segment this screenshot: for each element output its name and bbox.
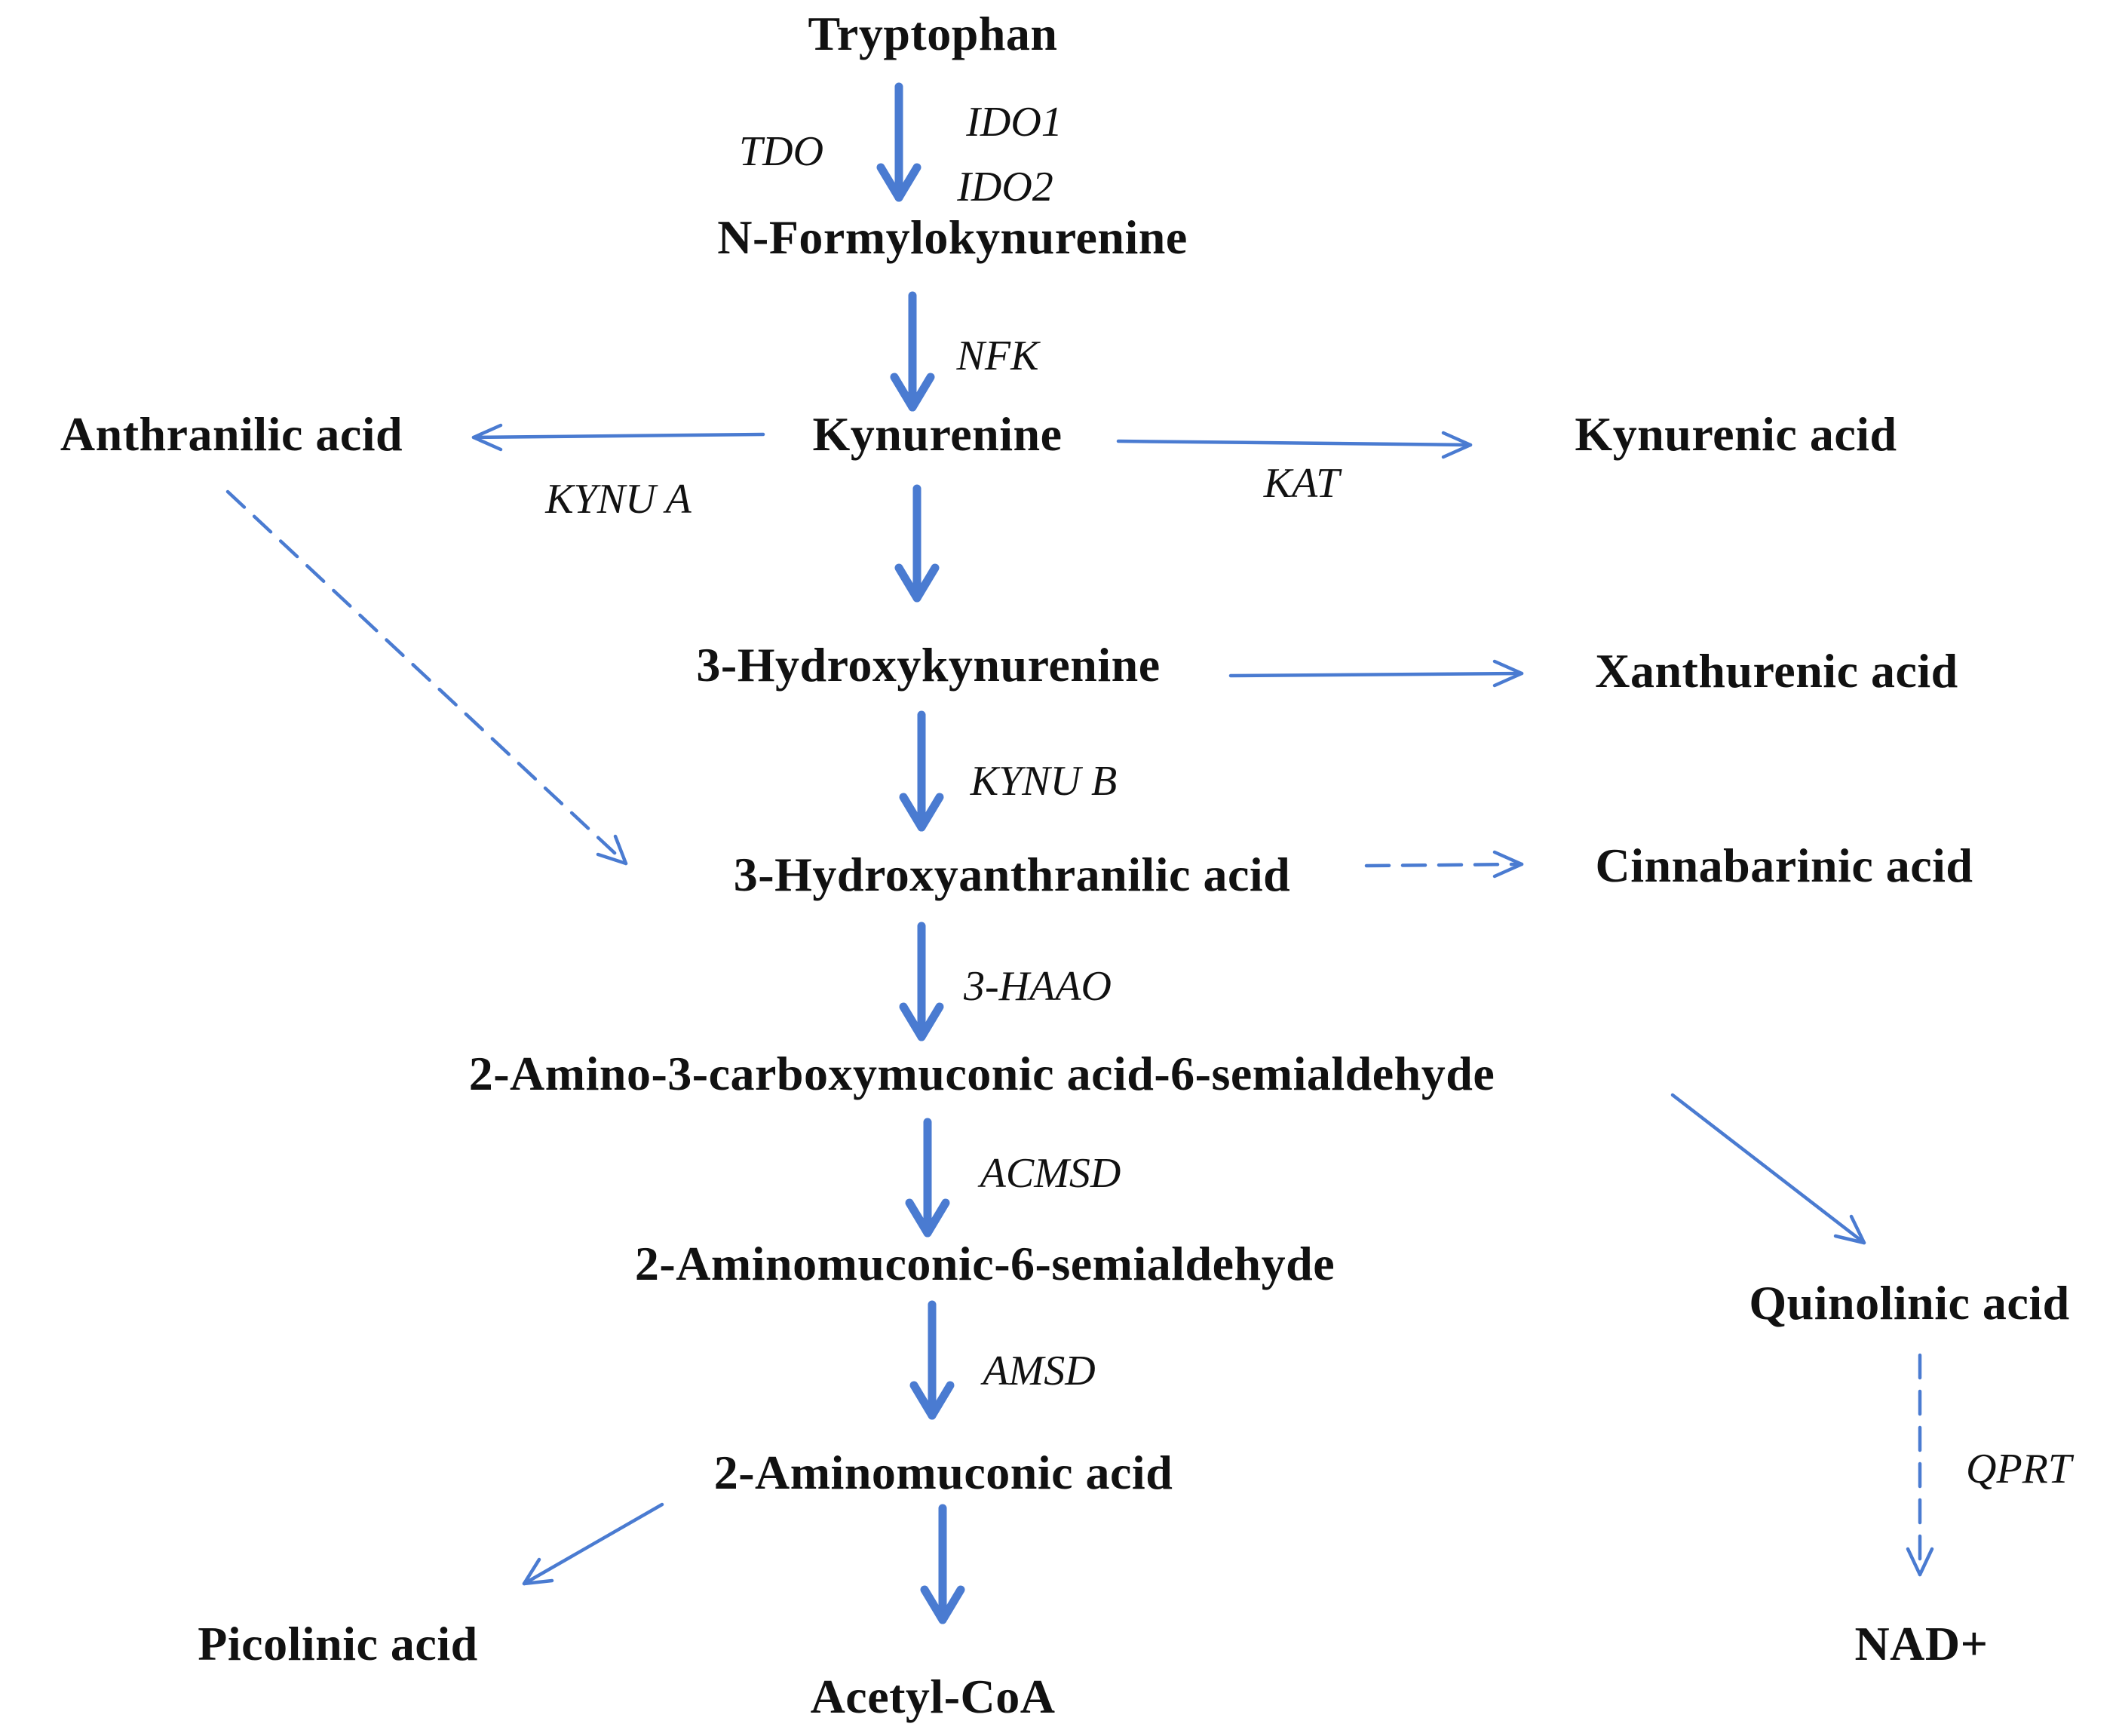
node-n-formylkynurenine: N-Formylokynurenine	[717, 210, 1188, 264]
arrow-kynurenine-to-3hk	[894, 484, 940, 603]
arrow-nfk-to-kynurenine	[890, 291, 935, 412]
enzyme-tdo: TDO	[738, 128, 824, 175]
node-tryptophan: Tryptophan	[808, 7, 1058, 60]
enzyme-qprt: QPRT	[1966, 1446, 2071, 1492]
enzyme-acmsd: ACMSD	[980, 1150, 1121, 1197]
node-picolinic-acid: Picolinic acid	[198, 1617, 478, 1670]
arrow-ams-to-aminomuconic-acid	[909, 1300, 955, 1420]
arrow-3hk-to-xanthurenic	[1228, 659, 1524, 688]
node-3-hydroxykynurenine: 3-Hydroxykynurenine	[696, 638, 1161, 692]
enzyme-ido2: IDO2	[957, 164, 1053, 210]
enzyme-kynu-a: KYNU A	[545, 476, 692, 523]
enzyme-kynu-b: KYNU B	[970, 758, 1118, 805]
arrow-anthranilic-to-3haa	[225, 489, 628, 866]
node-nad: NAD+	[1854, 1617, 1989, 1670]
node-kynurenine: Kynurenine	[812, 407, 1063, 461]
arrow-kynurenine-to-kynurenic	[1116, 431, 1473, 459]
node-kynurenic-acid: Kynurenic acid	[1575, 407, 1897, 461]
arrow-acmsa-to-ams	[905, 1118, 950, 1238]
node-anthranilic-acid: Anthranilic acid	[60, 407, 403, 461]
node-acetyl-coa: Acetyl-CoA	[810, 1670, 1056, 1723]
arrow-aminomuconic-to-picolinic	[522, 1502, 664, 1586]
arrow-quinolinic-to-nad	[1906, 1353, 1934, 1577]
arrow-tryptophan-to-nfk	[876, 82, 922, 202]
dashed-arrows	[225, 489, 1934, 1577]
node-acmsa: 2-Amino-3-carboxymuconic acid-6-semialde…	[468, 1047, 1495, 1100]
arrow-acmsa-to-quinolinic	[1670, 1093, 1866, 1245]
node-cinnabarinic-acid: Cinnabarinic acid	[1595, 839, 1973, 892]
enzyme-3-haao: 3-HAAO	[964, 963, 1112, 1010]
enzyme-kat: KAT	[1263, 460, 1340, 507]
node-xanthurenic-acid: Xanthurenic acid	[1595, 644, 1958, 698]
arrow-3hk-to-3haa	[899, 710, 944, 832]
arrow-aminomuconic-to-acetylcoa	[920, 1504, 965, 1624]
node-quinolinic-acid: Quinolinic acid	[1749, 1276, 2070, 1330]
enzyme-amsd: AMSD	[983, 1348, 1096, 1394]
side-arrows	[471, 423, 1866, 1586]
arrow-3haa-to-cinnabarinic	[1364, 850, 1524, 879]
node-aminomuconic-acid: 2-Aminomuconic acid	[713, 1446, 1173, 1499]
node-3-hydroxyanthranilic-acid: 3-Hydroxyanthranilic acid	[733, 848, 1291, 901]
enzyme-nfk: NFK	[956, 333, 1039, 379]
node-aminomuconic-semialdehyde: 2-Aminomuconic-6-semialdehyde	[634, 1237, 1335, 1290]
enzyme-ido1: IDO1	[966, 99, 1063, 146]
main-path-arrows	[876, 82, 965, 1624]
arrow-3haa-to-acmsa	[899, 922, 944, 1041]
arrow-kynurenine-to-anthranilic	[471, 423, 765, 452]
